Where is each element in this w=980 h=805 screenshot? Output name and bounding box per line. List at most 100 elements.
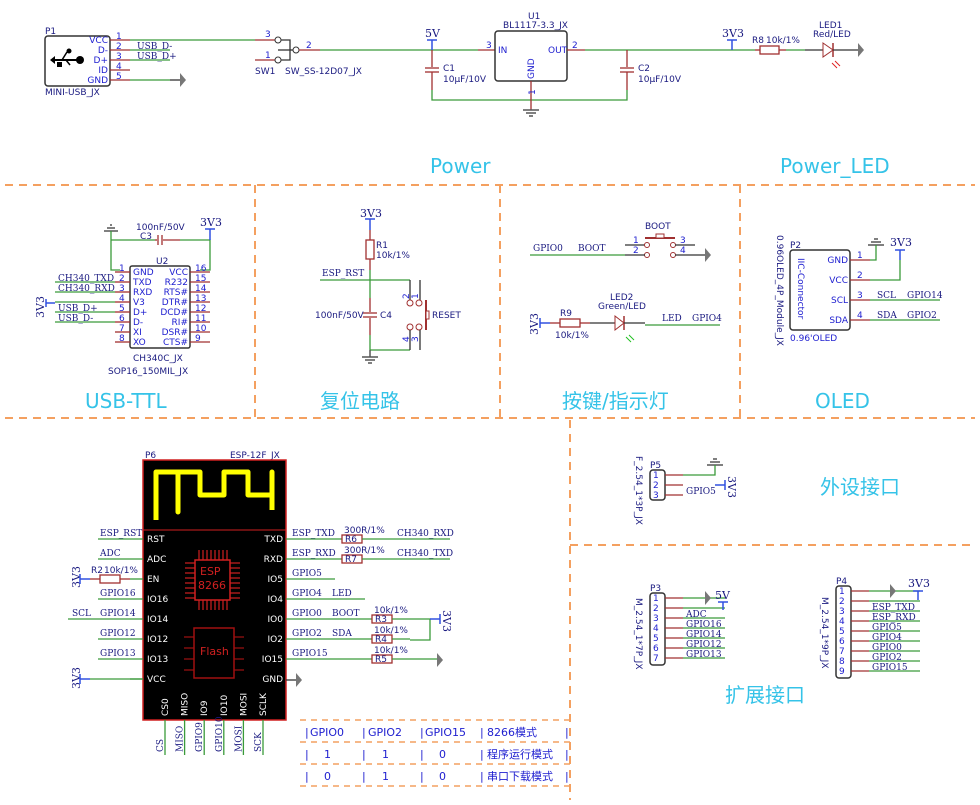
reset-pin-1: 1 (411, 293, 421, 299)
p4-ref: P4 (836, 577, 847, 587)
u1-pin-out: OUT (548, 46, 568, 56)
net-label: GPIO2 (872, 653, 902, 663)
net-label: GPIO10 (215, 716, 225, 752)
header-pin-num: 1 (839, 587, 845, 597)
ground-icon (104, 224, 118, 232)
u2-pin-num: 7 (119, 324, 125, 334)
resistor-value: 10k/1% (374, 606, 408, 616)
p1-part: MINI-USB_JX (45, 88, 100, 98)
table-cell: 0 (439, 748, 446, 761)
resistor-value: 300R/1% (344, 546, 385, 556)
reset-pin-3: 3 (411, 336, 421, 342)
p2-inner: IIC-Connector (795, 258, 805, 320)
header-pin-num: 2 (653, 604, 659, 614)
u2-pin-name: TXD (132, 278, 152, 288)
esp-pin-name: IO2 (268, 635, 283, 645)
net-label: GPIO4 (292, 589, 322, 599)
net-label: ESP_RST (100, 529, 142, 539)
p2-pin-num: 2 (857, 271, 863, 281)
table-separator: | (420, 748, 424, 761)
reset-pin-4: 4 (402, 336, 412, 342)
esp-pin-name: VCC (147, 675, 166, 685)
esp-pin-name: ADC (147, 555, 166, 565)
net-esp-rst: ESP_RST (322, 269, 364, 279)
u2-pin-name: D+ (133, 308, 147, 318)
r8-value: 10k/1% (766, 36, 800, 46)
power-flag-5v: 5V (425, 27, 441, 50)
reset-circuit: 3V3 R1 10k/1% ESP_RST 100nF/50V C4 (315, 207, 410, 364)
power-flag-3v3: 3V3 (715, 476, 738, 498)
u2-pin-num: 10 (195, 324, 207, 334)
section-title-reset: 复位电路 (320, 389, 400, 413)
net-label: LED (332, 589, 352, 599)
net-label: GPIO14 (100, 609, 136, 619)
reset-button[interactable]: RESET 2 1 4 3 (402, 280, 461, 350)
u1-pin-in: IN (498, 46, 507, 56)
led-green-led2: 3V3 R9 10k/1% LED2 Green/LED (528, 293, 646, 343)
power-switch-sw1[interactable]: 3 1 2 SW1 SW_SS-12D07_JX (255, 30, 362, 77)
c3-value: 100nF/50V (136, 223, 186, 233)
capacitor-c2: C2 10µF/10V (620, 50, 682, 90)
net-label: CH340_RXD (397, 529, 454, 539)
table-cell: 0 (324, 770, 331, 783)
section-dividers (5, 184, 975, 800)
c4-ref: C4 (380, 311, 392, 321)
capacitor-c3: 100nF/50V C3 (136, 223, 186, 245)
esp-pin-name: EN (147, 575, 159, 585)
esp-pin-name: IO0 (268, 615, 284, 625)
net-label: GPIO5 (872, 623, 902, 633)
net-label: GPIO13 (686, 650, 722, 660)
r2-ref: R2 (91, 566, 103, 576)
p2-pin-num: 1 (857, 251, 863, 261)
table-separator: | (565, 748, 569, 761)
header-pin-num: 2 (839, 597, 845, 607)
net-label: CH340_TXD (397, 549, 453, 559)
u2-pin-num: 5 (119, 304, 125, 314)
header-pin-num: 8 (839, 657, 845, 667)
p1-pin-name: GND (87, 76, 108, 86)
boot-button[interactable]: BOOT 1 2 3 4 (625, 222, 705, 258)
resistor-r2: R2 10k/1% (90, 566, 138, 584)
u2-pin-name: V3 (133, 298, 145, 308)
p1-pin-num: 3 (116, 52, 122, 62)
net-label: GPIO5 (686, 487, 716, 497)
section-title-peripheral: 外设接口 (820, 475, 900, 499)
u2-pin-name: RI# (172, 318, 188, 328)
net-led: LED (662, 314, 682, 324)
esp-pin-name: TXD (263, 535, 283, 545)
net-label: GPIO5 (292, 569, 322, 579)
net-label: MOSI (234, 725, 244, 752)
c2-ref: C2 (638, 64, 650, 74)
c2-value: 10µF/10V (638, 75, 682, 85)
led2-ref: LED2 (610, 293, 633, 303)
net-3v3: 3V3 (722, 27, 744, 40)
u2-pin-num: 4 (119, 294, 125, 304)
u2-package: SOP16_150MIL_JX (108, 367, 188, 377)
regulator-u1: U1 BL1117-3.3_JX 3 IN OUT 2 GND 1 (478, 12, 585, 110)
boot-label: BOOT (645, 222, 671, 232)
ground-icon (890, 584, 896, 598)
net-label: ESP_TXD (872, 603, 915, 613)
header-pin-num: 7 (653, 654, 659, 664)
esp-pin-name: CS0 (161, 698, 171, 716)
net-3v3: 3V3 (725, 476, 738, 498)
antenna-icon (153, 469, 275, 520)
u2-pin-num: 8 (119, 334, 125, 344)
esp-pin-name: RST (147, 535, 165, 545)
esp-pin-name: IO14 (147, 615, 168, 625)
oled-connector-p2: 0.96OLED_4P_Module_JX P2 IIC-Connector 0… (774, 235, 943, 346)
section-title-power: Power (430, 154, 491, 178)
u2-ref: U2 (156, 257, 168, 267)
u2-pin-num: 14 (195, 284, 207, 294)
p3-ref: P3 (650, 584, 661, 594)
usb-icon (50, 48, 84, 67)
power-flag-3v3: 3V3 (70, 566, 90, 588)
u1-part: BL1117-3.3_JX (503, 21, 568, 31)
r1-value: 10k/1% (376, 251, 410, 261)
p1-pin-name: D- (98, 46, 108, 56)
power-flag-3v3: 3V3 (34, 296, 55, 318)
